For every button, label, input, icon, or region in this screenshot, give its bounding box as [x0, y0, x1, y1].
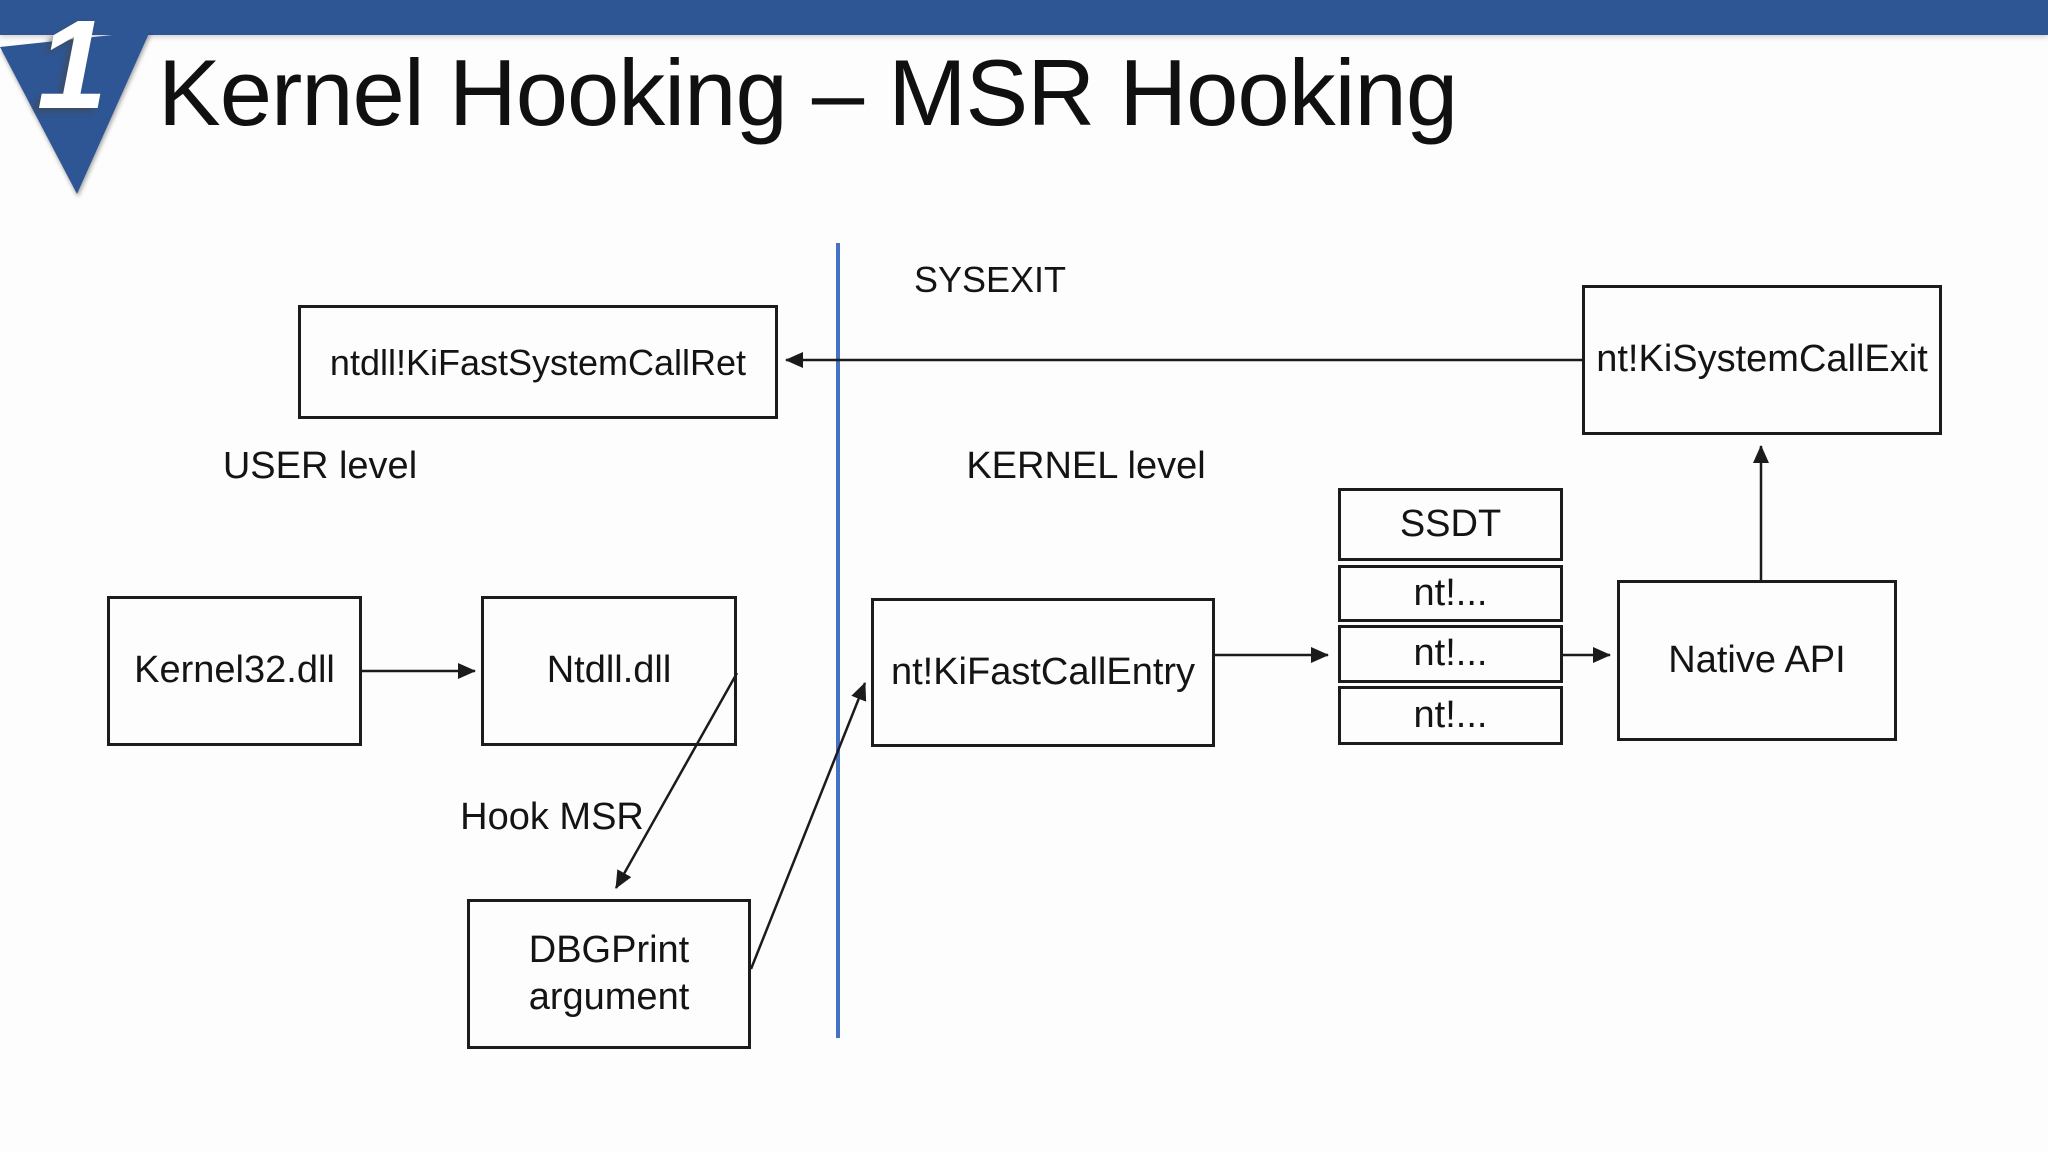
dbgprint-line2: argument: [528, 976, 690, 1018]
box-ssdt-row: nt!...: [1338, 625, 1563, 683]
label-kernel-level: KERNEL level: [966, 445, 1206, 487]
slide-number: 1: [36, 0, 108, 135]
user-kernel-divider-line: [836, 243, 840, 1038]
page-title: Kernel Hooking – MSR Hooking: [158, 40, 1458, 145]
box-dbgprint-argument: DBGPrint argument: [467, 899, 751, 1049]
box-kernel32-dll: Kernel32.dll: [107, 596, 362, 746]
box-nt-kifastcallentry: nt!KiFastCallEntry: [871, 598, 1215, 747]
label-hook-msr: Hook MSR: [460, 796, 644, 838]
header-bar: [0, 0, 2048, 35]
label-user-level: USER level: [222, 445, 418, 487]
box-ssdt-row: nt!...: [1338, 686, 1563, 745]
box-ntdll-dll: Ntdll.dll: [481, 596, 737, 746]
box-ssdt-row: nt!...: [1338, 565, 1563, 622]
dbgprint-line1: DBGPrint: [528, 928, 690, 971]
box-ssdt-header: SSDT: [1338, 488, 1563, 561]
box-native-api: Native API: [1617, 580, 1897, 741]
label-sysexit: SYSEXIT: [913, 259, 1067, 300]
slide-number-banner-icon: [0, 31, 150, 194]
box-ntdll-kifastsystemcallret: ntdll!KiFastSystemCallRet: [298, 305, 778, 419]
box-nt-kisystemcallexit: nt!KiSystemCallExit: [1582, 285, 1942, 435]
arrow-dbgprint-to-fastcallentry: [749, 682, 867, 970]
arrow-ntdll-to-dbgprint: [614, 672, 739, 889]
